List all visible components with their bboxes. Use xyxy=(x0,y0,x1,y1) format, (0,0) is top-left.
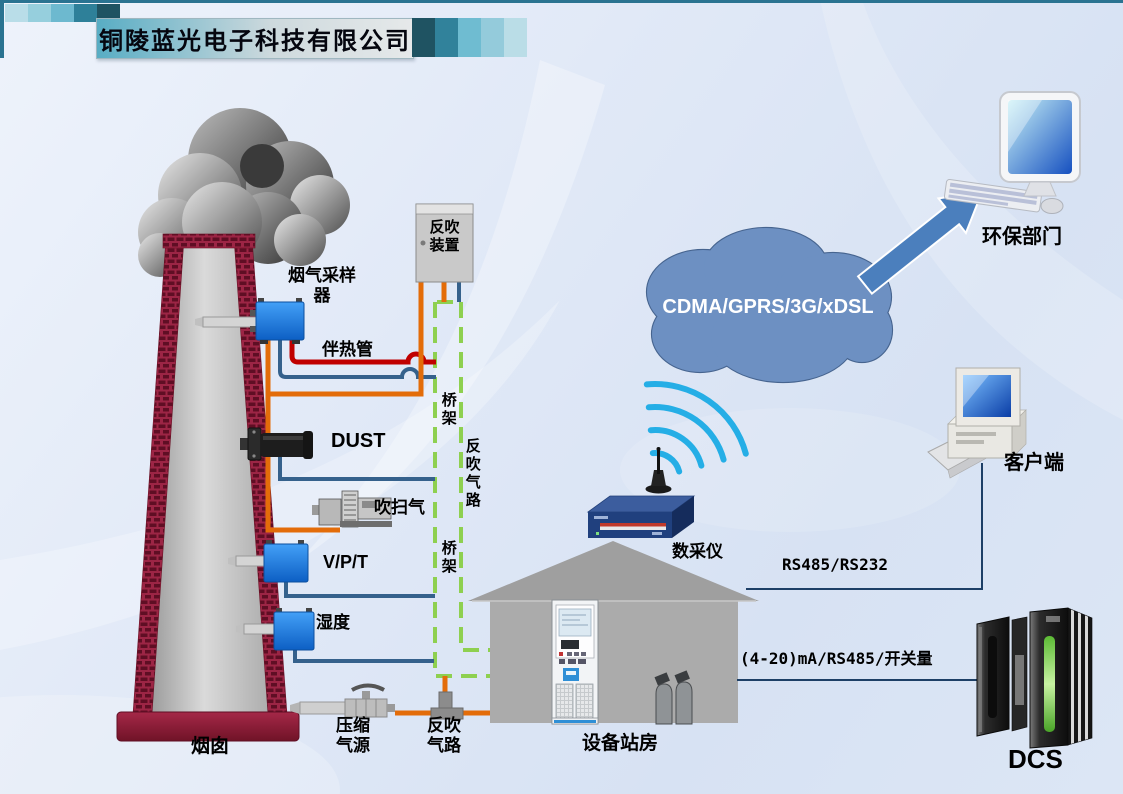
blowback-device-cabinet xyxy=(415,203,474,283)
purge-gas-label: 吹扫气 xyxy=(374,498,425,517)
antenna-icon xyxy=(645,447,672,494)
dust-sensor-icon xyxy=(240,427,313,461)
vpt-signal-line xyxy=(284,580,435,598)
header-trailing-squares xyxy=(412,18,527,57)
purge-gas-unit-icon xyxy=(312,490,392,528)
chimney-label: 烟囱 xyxy=(190,736,229,757)
cable-tray-upper-label: 桥架 xyxy=(439,392,457,428)
humidity-label: 湿度 xyxy=(316,613,350,632)
company-title-banner: 铜陵蓝光电子科技有限公司 xyxy=(96,18,414,59)
sample-return-line xyxy=(278,339,436,379)
blowback-path-bottom-label: 反吹 气路 xyxy=(427,716,461,756)
left-frame-bar xyxy=(0,0,4,58)
daq-label: 数采仪 xyxy=(672,542,723,561)
sensor-signal-lines xyxy=(278,282,461,663)
epa-computer-icon xyxy=(943,91,1081,214)
compressed-air-label: 压缩 气源 xyxy=(336,716,370,756)
humidity-sensor-icon xyxy=(236,608,315,651)
dust-signal-line xyxy=(278,455,435,481)
daq-router-icon xyxy=(586,495,696,538)
chimney-icon xyxy=(116,233,300,742)
header-square xyxy=(51,4,74,22)
client-computer-icon xyxy=(927,367,1027,479)
company-title: 铜陵蓝光电子科技有限公司 xyxy=(99,28,411,55)
orange-pipes xyxy=(265,282,492,716)
analog-link-label: (4-20)mA/RS485/开关量 xyxy=(740,649,933,668)
tee-fitting-icon xyxy=(430,691,464,720)
station-house-icon xyxy=(468,541,759,723)
blowback-device-label: 反吹 装置 xyxy=(429,219,460,254)
vpt-sensor-icon xyxy=(228,540,309,583)
header-square xyxy=(504,18,527,57)
heat-pipe-label: 伴热管 xyxy=(322,340,373,359)
sampler-label: 烟气采样 器 xyxy=(288,266,356,306)
station-house-label: 设备站房 xyxy=(581,733,658,754)
analyzer-cabinet-icon xyxy=(551,599,599,725)
header-square xyxy=(435,18,458,57)
serial-link-label: RS485/RS232 xyxy=(782,555,888,574)
client-label: 客户端 xyxy=(1004,452,1064,474)
vpt-label: V/P/T xyxy=(323,552,369,572)
header-square xyxy=(458,18,481,57)
purge-pipe xyxy=(265,339,340,533)
gas-cylinders-icon xyxy=(654,670,693,725)
wifi-signal-icon xyxy=(643,381,749,475)
blowback-branch-pipe xyxy=(268,282,424,397)
header-square xyxy=(28,4,51,22)
dust-label: DUST xyxy=(331,430,386,452)
cable-tray-lower-label: 桥架 xyxy=(439,540,457,576)
header-square xyxy=(74,4,97,22)
uplink-arrow-icon xyxy=(856,190,984,296)
network-cloud-icon xyxy=(645,226,894,384)
header-square xyxy=(481,18,504,57)
dcs-rack-icon xyxy=(976,607,1093,749)
blowback-path-vertical-label: 反吹气路 xyxy=(463,438,481,510)
compressed-air-valve-icon xyxy=(290,683,395,718)
humidity-signal-line xyxy=(293,648,434,663)
header-square xyxy=(412,18,435,57)
dcs-label: DCS xyxy=(1008,744,1063,774)
flue-gas-sampler-icon xyxy=(195,298,305,344)
rs485-rs232-line xyxy=(746,463,983,590)
cloud-label: CDMA/GPRS/3G/xDSL xyxy=(662,296,874,318)
epa-label: 环保部门 xyxy=(982,226,1062,248)
header-square xyxy=(5,4,28,22)
cable-tray-lines xyxy=(433,300,492,678)
top-frame-bar xyxy=(0,0,1123,3)
